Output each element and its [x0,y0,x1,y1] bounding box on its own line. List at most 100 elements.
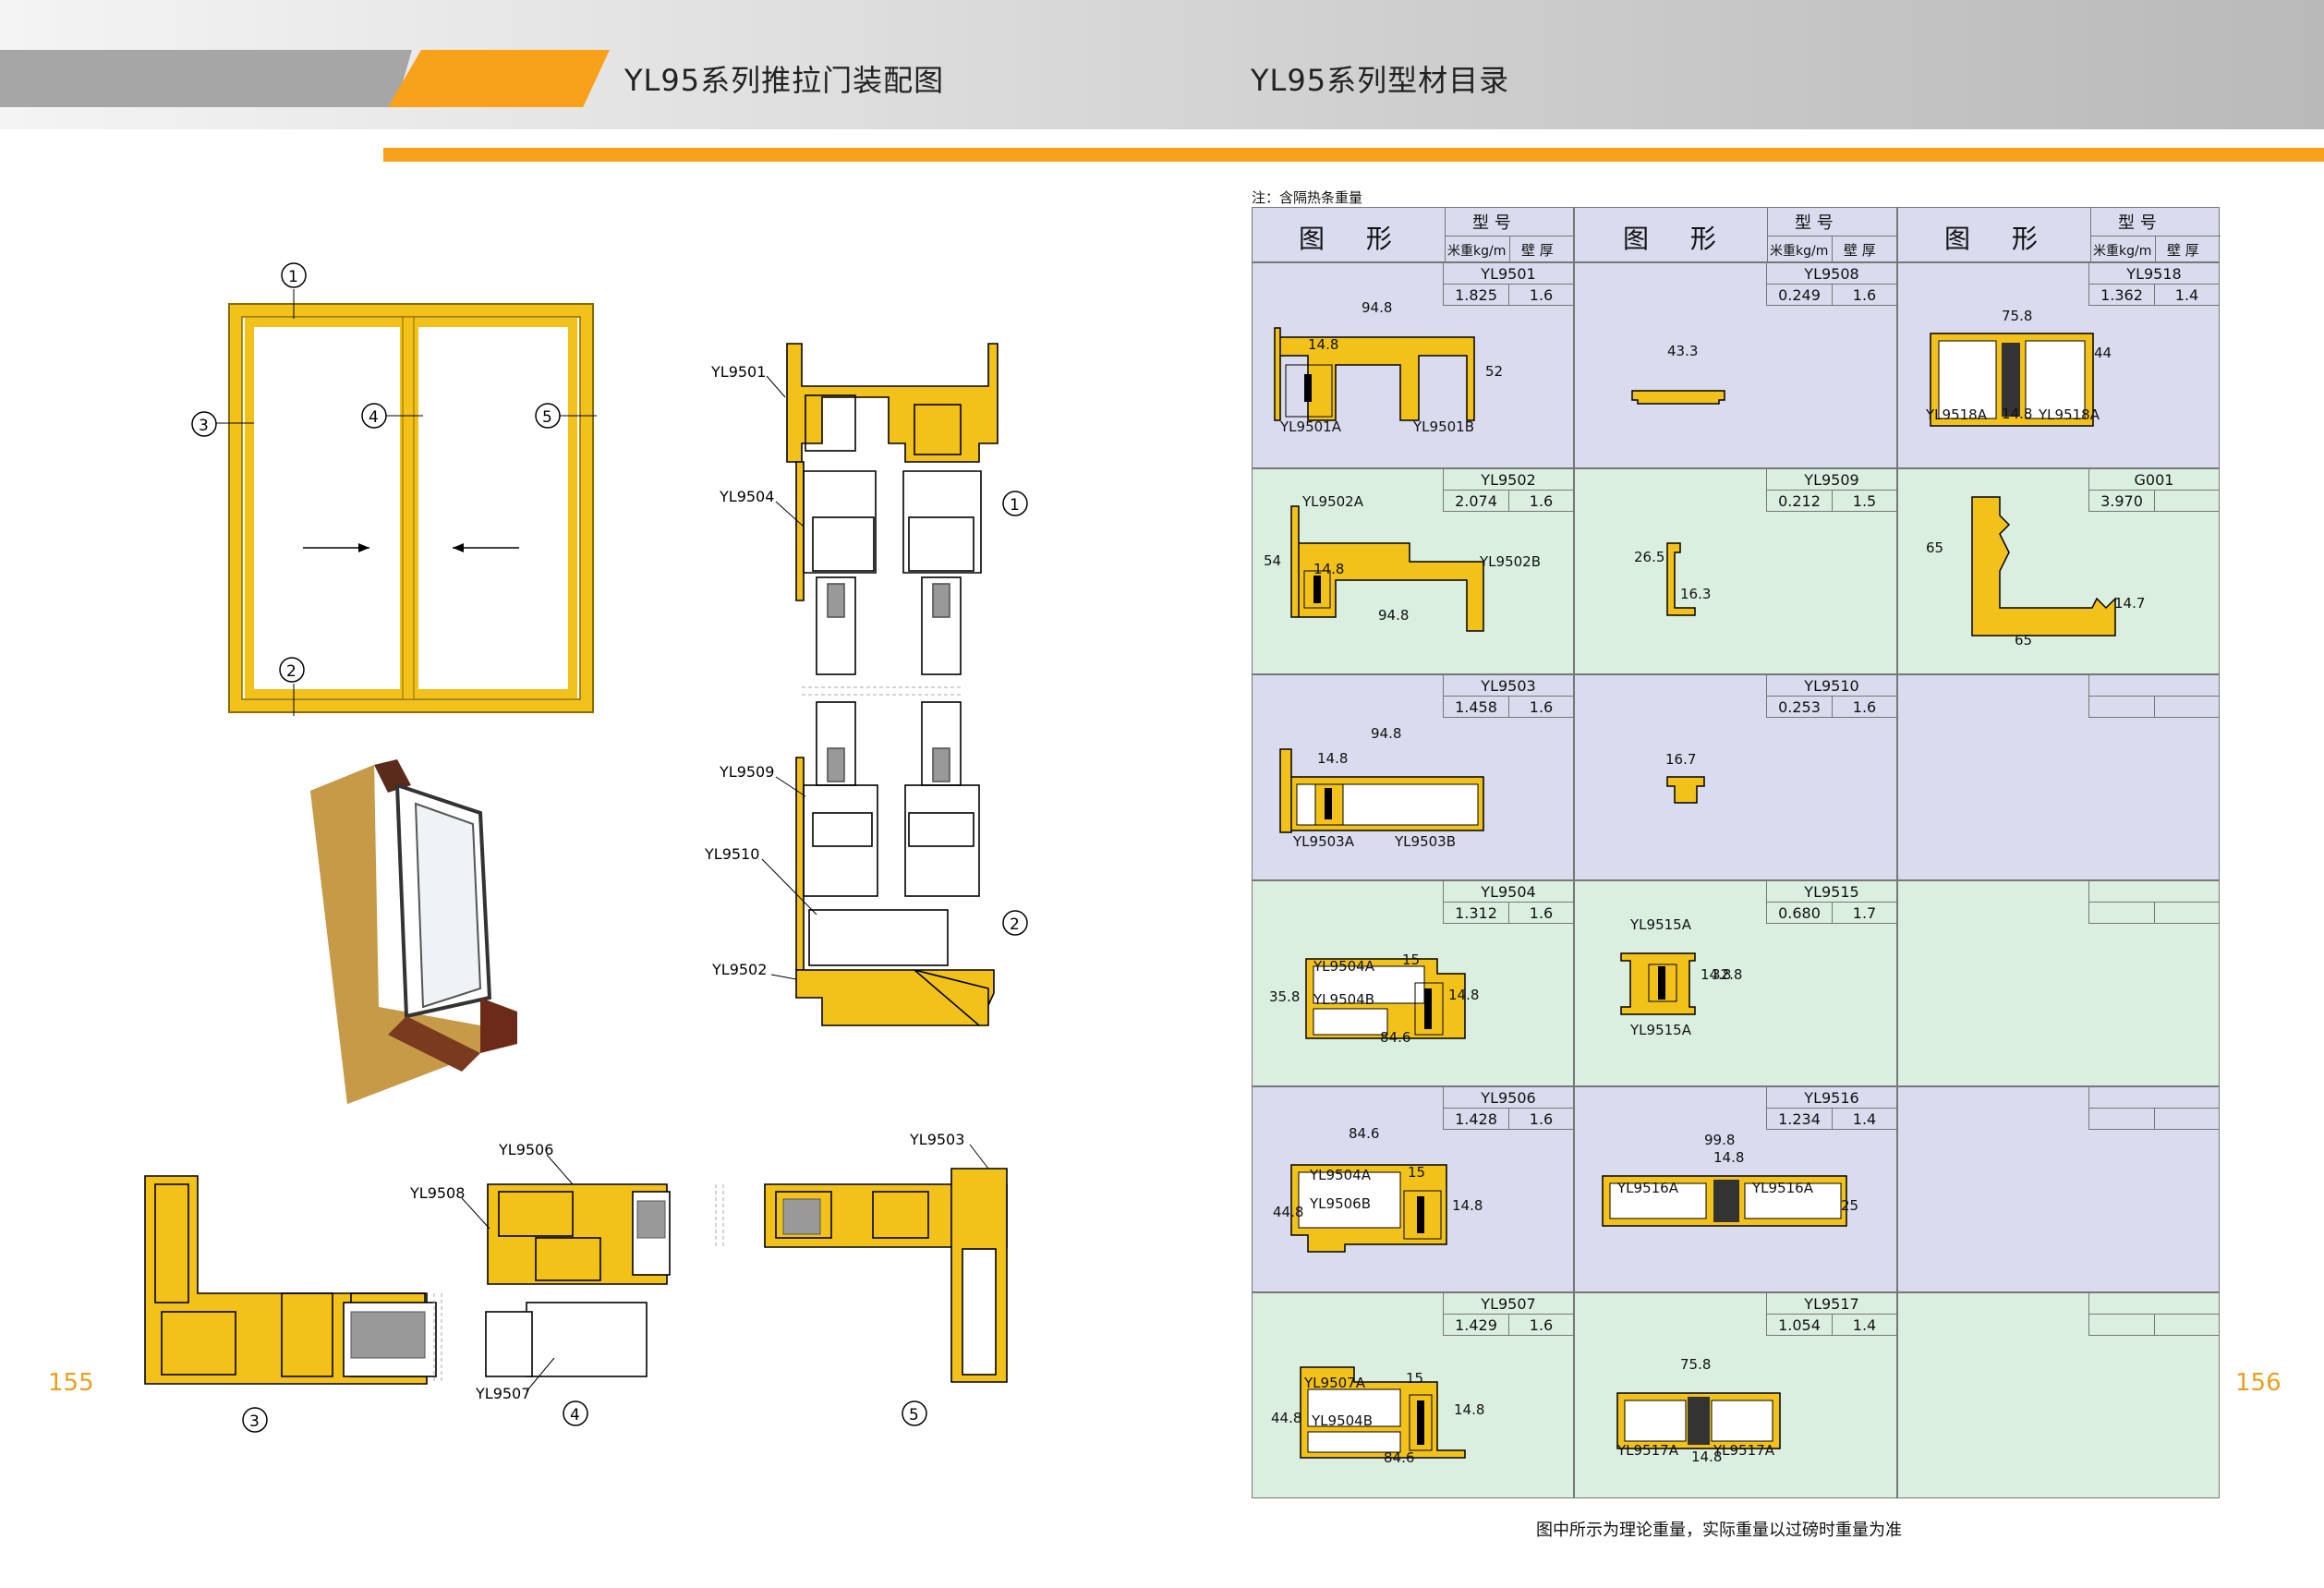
dimension-label: 84.6 [1349,1125,1380,1142]
header-model-2: 型 号 [1795,213,1834,233]
weight-disclaimer: 图中所示为理论重量，实际重量以过磅时重量为准 [1536,1521,1902,1540]
dimension-label: 35.8 [1269,988,1301,1005]
header-thickness-3: 壁 厚 [2167,242,2199,259]
profile-code: YL9510 [1804,677,1859,695]
profile-label: YL9504A [1313,958,1374,975]
callout-yl9503: YL9503 [909,1131,964,1148]
dimension-label: 14.8 [1452,1197,1483,1214]
profile-code: YL9502 [1481,471,1536,489]
profile-weight: 1.825 [1455,286,1497,304]
dimension-label: 44.8 [1271,1410,1302,1426]
profile-drawing [1279,748,1484,833]
dimension-label: 14.8 [2002,406,2033,422]
profile-thickness: 1.6 [1529,904,1554,922]
profile-drawing [1666,542,1696,616]
profile-drawing [1620,952,1696,1015]
profile-drawing [1971,496,2116,636]
dimension-label: 99.8 [1704,1132,1736,1148]
profile-label: YL9502B [1480,553,1541,570]
dimension-label: 16.7 [1665,751,1697,768]
profile-code: YL9501 [1481,265,1536,283]
profile-drawing [1631,390,1725,405]
vertical-section [786,343,999,1026]
header-weight-3: 米重kg/m [2093,244,2152,259]
header-orange-rule [383,148,2324,162]
profile-label: YL9515A [1630,916,1691,933]
header-thickness-2: 壁 厚 [1844,242,1876,259]
profile-label: YL9501A [1280,418,1341,435]
profile-code: YL9509 [1804,471,1859,489]
frame-elevation [191,262,597,716]
dimension-label: 94.8 [1371,725,1402,742]
dimension-label: 43.3 [1667,343,1699,359]
profile-drawing [1274,327,1475,421]
profile-code: YL9504 [1481,883,1536,901]
header-weight-1: 米重kg/m [1447,244,1507,259]
dimension-label: 75.8 [2002,308,2033,324]
dimension-label: 14.8 [1713,1149,1745,1166]
profile-label: YL9506B [1310,1195,1371,1212]
spec-box [2088,1293,2219,1336]
section-marker-2: 2 [1010,915,1020,934]
profile-catalog-table: 图 形 型 号 米重kg/m 壁 厚 图 形 型 号 米重kg/m 壁 厚 图 … [1252,207,2221,1498]
dimension-label: 52 [1485,363,1504,380]
dimension-label: 84.6 [1384,1449,1415,1466]
section-marker-3: 3 [249,1412,260,1431]
profile-code: YL9507 [1481,1295,1536,1313]
profile-cell [1897,880,2220,1086]
profile-drawing [1290,505,1484,632]
header-figure-1: 图 形 [1299,224,1409,254]
dimension-label: 14.8 [1308,336,1339,353]
assembly-drawings: 1 2 3 4 5 [144,262,1028,1433]
callout-yl9501: YL9501 [710,363,766,381]
profile-code: YL9506 [1481,1089,1536,1107]
spec-box [2088,1087,2219,1130]
profile-label: YL9502A [1302,493,1363,510]
page-number-right: 156 [2235,1369,2282,1397]
frame-marker-2: 2 [286,662,297,681]
profile-thickness: 1.6 [1852,286,1877,304]
dimension-label: 94.8 [1378,607,1410,624]
spec-box: YL9504 1.312 1.6 [1443,881,1573,924]
dimension-label: 25 [1841,1197,1859,1214]
dimension-label: 14.8 [1448,987,1480,1003]
dimension-label: 94.8 [1362,299,1393,316]
header-weight-2: 米重kg/m [1770,244,1829,259]
page-number-left: 155 [48,1369,94,1397]
section-marker-4: 4 [570,1406,580,1424]
dimension-label: 14.7 [2114,595,2146,612]
profile-label: YL9504B [1312,1412,1373,1429]
profile-label: YL9501B [1413,418,1474,435]
header-figure-2: 图 形 [1623,224,1733,254]
dimension-label: 65 [2015,632,2033,649]
dimension-label: 15 [1402,952,1421,968]
profile-thickness: 1.6 [1852,698,1877,716]
profile-label: YL9504A [1310,1167,1371,1183]
profile-drawing [1300,1366,1466,1459]
profile-code: G001 [2134,471,2174,489]
profile-drawing [1930,333,2094,427]
frame-marker-3: 3 [199,417,209,435]
profile-weight: 1.312 [1455,904,1497,922]
profile-weight: 1.054 [1778,1316,1821,1334]
profile-thickness: 1.6 [1529,1316,1554,1334]
profile-label: YL9518A [2039,406,2100,423]
profile-drawing [1305,958,1466,1039]
profile-thickness: 1.6 [1529,286,1554,304]
spec-box [2088,675,2219,718]
section-marker-5: 5 [909,1406,919,1424]
header-figure-3: 图 形 [1944,224,2054,254]
profile-thickness: 1.4 [2174,286,2199,304]
